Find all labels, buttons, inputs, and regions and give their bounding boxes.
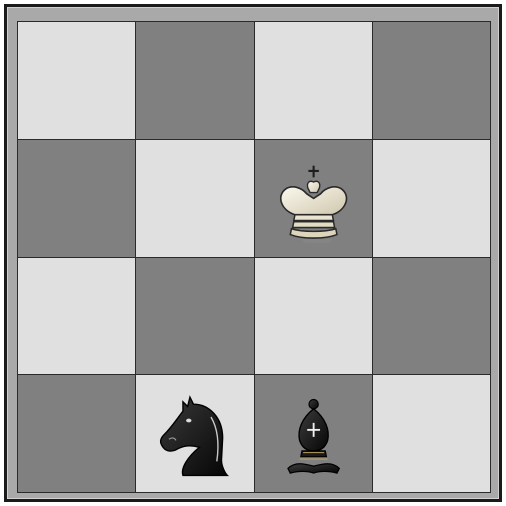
board-square-b1[interactable] [135,374,253,492]
board-square-a1[interactable] [17,374,135,492]
board-square-d2[interactable] [372,257,490,375]
board-square-c2[interactable] [254,257,372,375]
board-square-a2[interactable] [17,257,135,375]
board-square-c4[interactable] [254,21,372,139]
board-square-b3[interactable] [135,139,253,257]
board-square-c3[interactable] [254,139,372,257]
board-square-a4[interactable] [17,21,135,139]
black-knight-icon[interactable] [136,375,253,492]
board-square-b2[interactable] [135,257,253,375]
black-bishop-icon[interactable] [255,375,372,492]
board-square-d4[interactable] [372,21,490,139]
chess-board[interactable] [17,21,491,493]
board-square-d3[interactable] [372,139,490,257]
board-square-a3[interactable] [17,139,135,257]
board-square-b4[interactable] [135,21,253,139]
board-square-c1[interactable] [254,374,372,492]
white-king-icon[interactable] [255,140,372,257]
board-square-d1[interactable] [372,374,490,492]
